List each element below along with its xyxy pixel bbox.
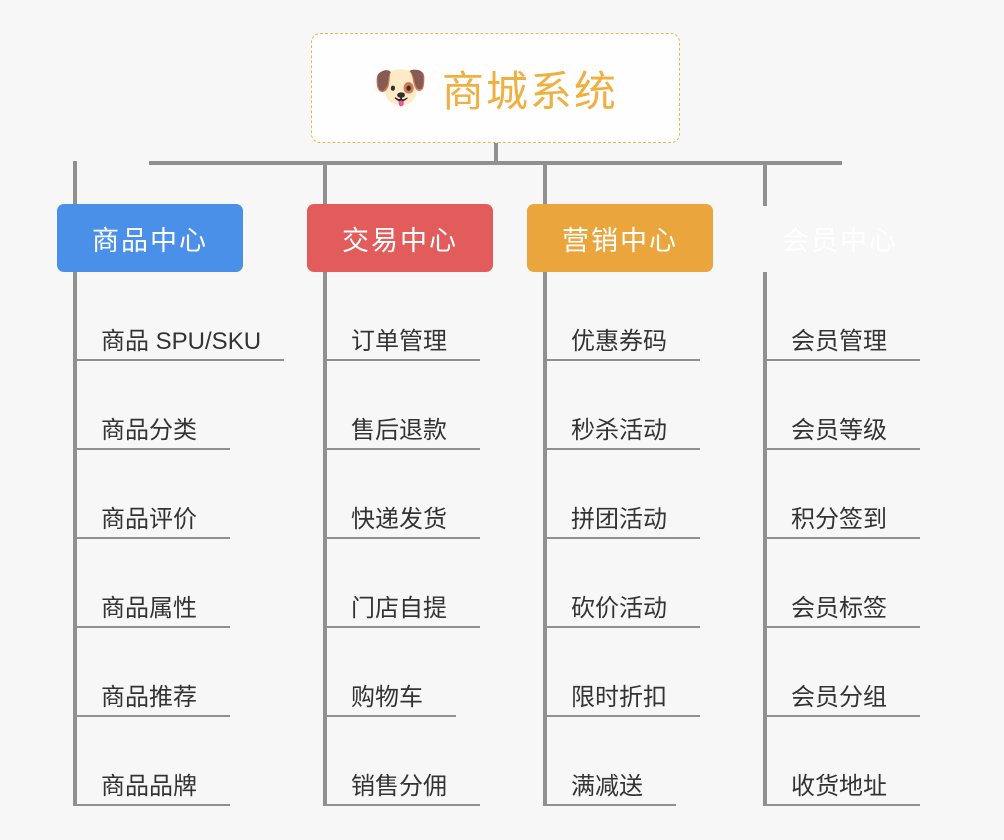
leaf-item[interactable]: 快递发货 bbox=[323, 450, 480, 539]
leaf-item-label: 优惠券码 bbox=[571, 327, 667, 355]
leaf-item[interactable]: 限时折扣 bbox=[543, 628, 700, 717]
leaf-item-label: 限时折扣 bbox=[571, 683, 667, 711]
leaf-item-label: 满减送 bbox=[571, 772, 643, 800]
leaf-list-3: 优惠券码秒杀活动拼团活动砍价活动限时折扣满减送 bbox=[543, 272, 700, 806]
branch-header-3[interactable]: 营销中心 bbox=[527, 204, 713, 272]
leaf-item[interactable]: 满减送 bbox=[543, 717, 676, 806]
connector-bus bbox=[149, 161, 842, 165]
branch-header-2[interactable]: 交易中心 bbox=[307, 204, 493, 272]
branch-spine-4 bbox=[763, 272, 767, 806]
leaf-item[interactable]: 商品评价 bbox=[73, 450, 230, 539]
branch-header-label: 营销中心 bbox=[562, 225, 678, 256]
leaf-item[interactable]: 销售分佣 bbox=[323, 717, 480, 806]
branch-header-label: 会员中心 bbox=[782, 225, 898, 256]
connector-drop-4 bbox=[763, 161, 767, 206]
leaf-item-label: 秒杀活动 bbox=[571, 416, 667, 444]
leaf-item[interactable]: 会员标签 bbox=[763, 539, 920, 628]
leaf-item-label: 门店自提 bbox=[351, 594, 447, 622]
leaf-item-label: 会员等级 bbox=[791, 416, 887, 444]
dog-face-icon: 🐶 bbox=[373, 63, 428, 112]
leaf-item[interactable]: 商品品牌 bbox=[73, 717, 230, 806]
leaf-item[interactable]: 售后退款 bbox=[323, 361, 480, 450]
leaf-item[interactable]: 砍价活动 bbox=[543, 539, 700, 628]
branch-spine-1 bbox=[73, 272, 77, 806]
leaf-list-4: 会员管理会员等级积分签到会员标签会员分组收货地址 bbox=[763, 272, 920, 806]
leaf-item[interactable]: 门店自提 bbox=[323, 539, 480, 628]
leaf-item-label: 销售分佣 bbox=[351, 772, 447, 800]
connector-drop-2 bbox=[323, 161, 327, 206]
leaf-item[interactable]: 商品属性 bbox=[73, 539, 230, 628]
leaf-item-label: 砍价活动 bbox=[571, 594, 667, 622]
leaf-item-label: 商品品牌 bbox=[101, 772, 197, 800]
leaf-item[interactable]: 购物车 bbox=[323, 628, 456, 717]
leaf-item-label: 收货地址 bbox=[791, 772, 887, 800]
branch-header-1[interactable]: 商品中心 bbox=[57, 204, 243, 272]
branch-header-label: 交易中心 bbox=[342, 225, 458, 256]
leaf-item[interactable]: 拼团活动 bbox=[543, 450, 700, 539]
connector-drop-3 bbox=[543, 161, 547, 206]
leaf-item-label: 商品评价 bbox=[101, 505, 197, 533]
branch-header-label: 商品中心 bbox=[92, 225, 208, 256]
leaf-item[interactable]: 商品分类 bbox=[73, 361, 230, 450]
leaf-item-label: 会员管理 bbox=[791, 327, 887, 355]
leaf-item-label: 会员分组 bbox=[791, 683, 887, 711]
root-node[interactable]: 🐶 商城系统 bbox=[311, 33, 680, 143]
leaf-item[interactable]: 优惠券码 bbox=[543, 272, 700, 361]
leaf-item[interactable]: 会员管理 bbox=[763, 272, 920, 361]
leaf-list-2: 订单管理售后退款快递发货门店自提购物车销售分佣 bbox=[323, 272, 480, 806]
leaf-item-label: 商品 SPU/SKU bbox=[101, 327, 262, 355]
leaf-list-1: 商品 SPU/SKU 商品分类商品评价商品属性商品推荐商品品牌 bbox=[73, 272, 284, 806]
leaf-item-label: 积分签到 bbox=[791, 505, 887, 533]
leaf-item[interactable]: 商品 SPU/SKU bbox=[73, 272, 284, 361]
leaf-item-label: 商品推荐 bbox=[101, 683, 197, 711]
connector-drop-1 bbox=[73, 161, 77, 206]
branch-header-4[interactable]: 会员中心 bbox=[747, 204, 933, 272]
branch-spine-3 bbox=[543, 272, 547, 806]
leaf-item-label: 商品属性 bbox=[101, 594, 197, 622]
leaf-item-label: 会员标签 bbox=[791, 594, 887, 622]
leaf-item[interactable]: 商品推荐 bbox=[73, 628, 230, 717]
leaf-item-label: 拼团活动 bbox=[571, 505, 667, 533]
root-title: 商城系统 bbox=[441, 67, 618, 115]
leaf-item[interactable]: 订单管理 bbox=[323, 272, 480, 361]
leaf-item[interactable]: 秒杀活动 bbox=[543, 361, 700, 450]
leaf-item[interactable]: 积分签到 bbox=[763, 450, 920, 539]
leaf-item-label: 售后退款 bbox=[351, 416, 447, 444]
leaf-item-label: 商品分类 bbox=[101, 416, 197, 444]
leaf-item-label: 订单管理 bbox=[351, 327, 447, 355]
leaf-item[interactable]: 收货地址 bbox=[763, 717, 920, 806]
connector-root-stem bbox=[494, 143, 498, 165]
leaf-item-label: 购物车 bbox=[351, 683, 423, 711]
leaf-item[interactable]: 会员等级 bbox=[763, 361, 920, 450]
leaf-item[interactable]: 会员分组 bbox=[763, 628, 920, 717]
branch-spine-2 bbox=[323, 272, 327, 806]
leaf-item-label: 快递发货 bbox=[351, 505, 447, 533]
